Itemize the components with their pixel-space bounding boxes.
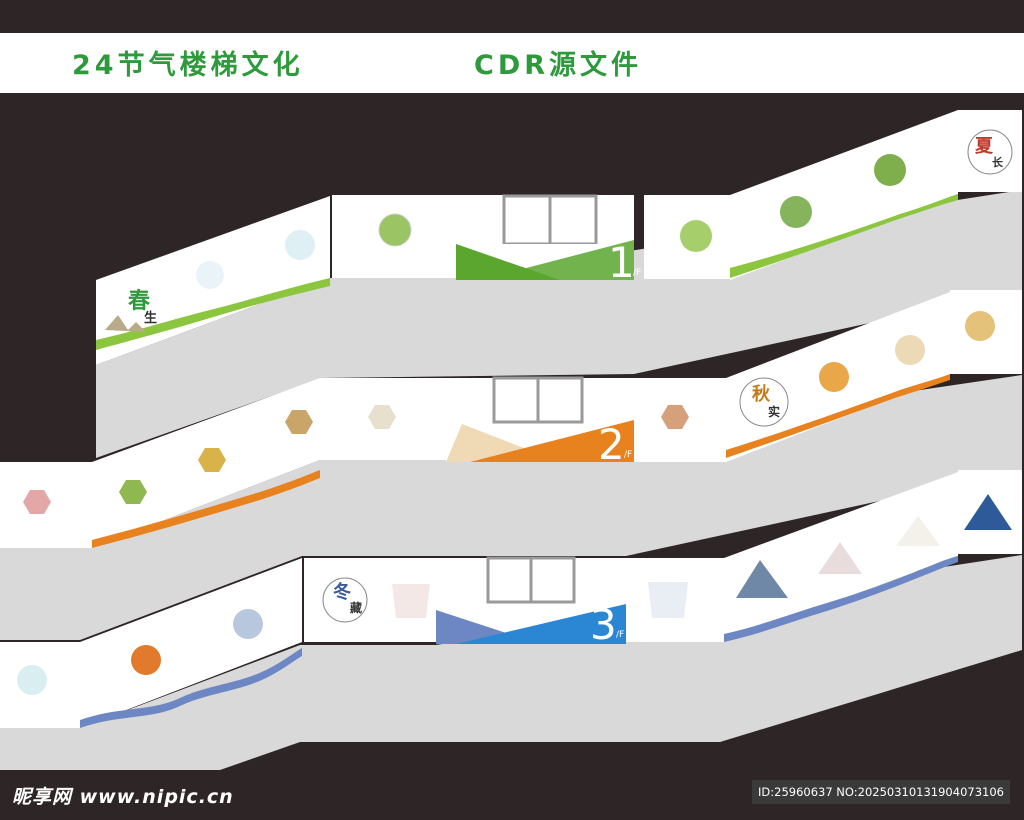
autumn-character: 秋 bbox=[752, 383, 771, 405]
spring-subcharacter: 生 bbox=[144, 310, 157, 326]
winter-subcharacter: 藏 bbox=[350, 600, 362, 615]
level-1-wall: 春 生 夏 长 bbox=[96, 110, 1022, 365]
title-banner: 24节气楼梯文化 CDR源文件 bbox=[0, 33, 1024, 93]
site-watermark: 昵享网 www.nipic.cn bbox=[12, 786, 234, 808]
floor-1-unit: /F bbox=[633, 268, 642, 278]
banner-title-main: 24节气楼梯文化 bbox=[72, 50, 304, 81]
floor-2-unit: /F bbox=[624, 450, 633, 460]
floor-3-number: 3 bbox=[590, 600, 617, 649]
banner-title-file: CDR源文件 bbox=[474, 50, 643, 81]
spring-character: 春 bbox=[128, 289, 150, 314]
floor-1-number: 1 bbox=[608, 238, 635, 287]
image-id-watermark: ID:25960637 NO:20250310131904073106 bbox=[752, 780, 1010, 804]
floor-2-number: 2 bbox=[598, 420, 625, 469]
winter-character: 冬 bbox=[333, 581, 351, 603]
floor-3-unit: /F bbox=[616, 630, 625, 640]
summer-subcharacter: 长 bbox=[992, 155, 1004, 169]
level-3-wall: 冬 藏 bbox=[0, 470, 1022, 728]
level-2-wall: 秋 实 bbox=[0, 290, 1022, 548]
autumn-subcharacter: 实 bbox=[768, 404, 780, 419]
summer-character: 夏 bbox=[975, 136, 994, 157]
